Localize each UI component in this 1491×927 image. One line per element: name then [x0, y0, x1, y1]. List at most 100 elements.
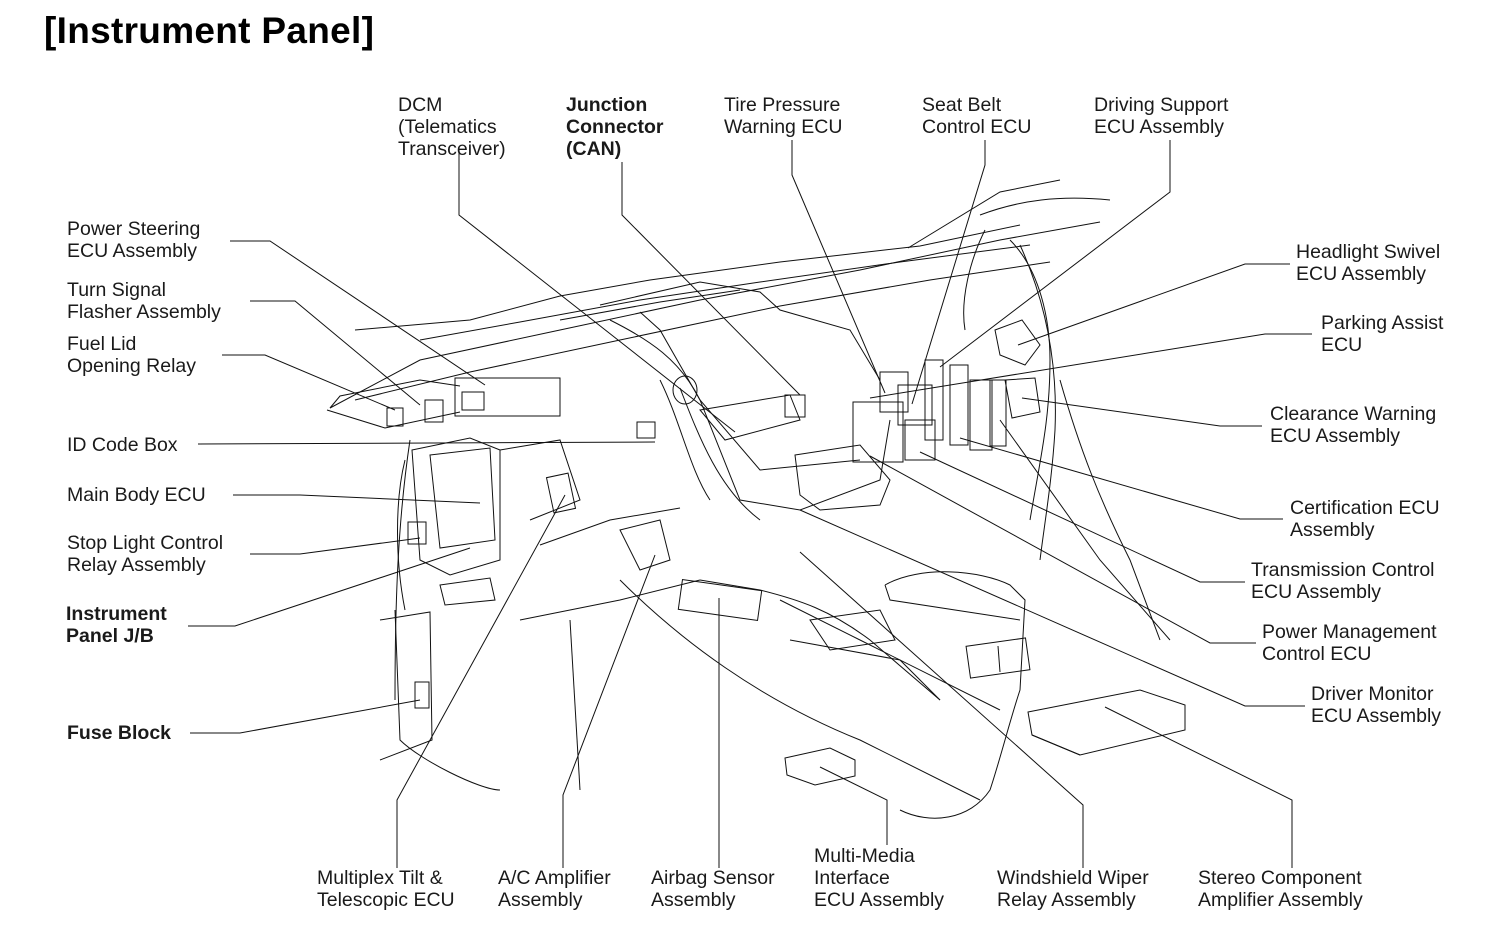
- label-line: ECU: [1321, 334, 1363, 356]
- label-line: Control ECU: [1262, 643, 1372, 665]
- label-line: Assembly: [498, 889, 583, 911]
- label-line: Multiplex Tilt &: [317, 867, 443, 889]
- label-line: Warning ECU: [724, 116, 843, 138]
- label-line: Interface: [814, 867, 890, 889]
- leader-ac-amplifier: [562, 554, 656, 868]
- label-line: ECU Assembly: [1094, 116, 1225, 138]
- diagram-title: [Instrument Panel]: [44, 10, 375, 51]
- label-line: Panel J/B: [66, 625, 154, 647]
- label-line: Transceiver): [398, 138, 506, 160]
- leader-turn-signal: [250, 300, 421, 406]
- label-line: Transmission Control: [1251, 559, 1435, 581]
- leader-driver-monitor: [799, 509, 1305, 707]
- leader-stereo-amplifier: [1104, 706, 1293, 868]
- leader-driving-support: [939, 140, 1171, 368]
- label-line: Windshield Wiper: [997, 867, 1149, 889]
- label-line: ECU Assembly: [814, 889, 945, 911]
- leader-clearance-warning: [1021, 397, 1262, 427]
- leader-id-code-box: [197, 441, 656, 445]
- label-line: Driver Monitor: [1311, 683, 1434, 705]
- label-line: (CAN): [566, 138, 622, 160]
- label-line: Stereo Component: [1198, 867, 1362, 889]
- leader-parking-assist: [869, 333, 1312, 399]
- label-line: Relay Assembly: [997, 889, 1136, 911]
- label-line: ID Code Box: [67, 434, 178, 456]
- label-main-body-ecu: Main Body ECU: [67, 484, 206, 506]
- leader-fuse-block: [190, 699, 421, 734]
- label-line: Opening Relay: [67, 355, 196, 377]
- dashboard-outline: [326, 179, 1186, 819]
- label-line: ECU Assembly: [1311, 705, 1442, 727]
- leader-multimedia: [819, 766, 888, 845]
- label-line: Fuel Lid: [67, 333, 137, 355]
- label-line: Turn Signal: [67, 279, 166, 301]
- label-line: Parking Assist: [1321, 312, 1444, 334]
- leader-stop-light: [250, 537, 421, 555]
- label-line: Certification ECU: [1290, 497, 1440, 519]
- label-line: Power Management: [1262, 621, 1437, 643]
- label-line: Amplifier Assembly: [1198, 889, 1363, 911]
- label-line: Assembly: [1290, 519, 1375, 541]
- label-line: Tire Pressure: [724, 94, 841, 116]
- leader-fuel-lid: [222, 354, 396, 411]
- label-line: ECU Assembly: [67, 240, 198, 262]
- label-line: Stop Light Control: [67, 532, 224, 554]
- label-line: ECU Assembly: [1251, 581, 1382, 603]
- label-line: Relay Assembly: [67, 554, 206, 576]
- leader-multiplex-tilt: [396, 494, 566, 868]
- label-line: Assembly: [651, 889, 736, 911]
- label-multiplex-tilt-telescopic-ecu: Multiplex Tilt &Telescopic ECU: [317, 867, 455, 911]
- leader-instrument-panel-jb: [188, 547, 471, 627]
- leader-main-body-ecu: [233, 494, 481, 504]
- label-line: Connector: [566, 116, 664, 138]
- label-line: Clearance Warning: [1270, 403, 1437, 425]
- leader-dcm: [458, 150, 736, 433]
- label-line: Fuse Block: [67, 722, 172, 744]
- label-line: A/C Amplifier: [498, 867, 611, 889]
- label-line: (Telematics: [398, 116, 497, 138]
- leader-certification: [959, 437, 1283, 520]
- label-line: DCM: [398, 94, 443, 116]
- label-line: Flasher Assembly: [67, 301, 221, 323]
- leader-windshield-wiper: [799, 551, 1084, 868]
- label-line: Main Body ECU: [67, 484, 206, 506]
- label-line: Power Steering: [67, 218, 201, 240]
- label-line: Control ECU: [922, 116, 1032, 138]
- label-line: Junction: [566, 94, 648, 116]
- label-line: Driving Support: [1094, 94, 1229, 116]
- label-line: Multi-Media: [814, 845, 915, 867]
- leader-junction-connector: [621, 162, 801, 396]
- leader-transmission-control: [919, 451, 1245, 583]
- leader-seat-belt: [911, 140, 986, 405]
- label-line: Airbag Sensor: [651, 867, 775, 889]
- label-line: Seat Belt: [922, 94, 1002, 116]
- leader-lines: [188, 140, 1312, 868]
- label-line: ECU Assembly: [1296, 263, 1427, 285]
- label-line: Instrument: [66, 603, 167, 625]
- leader-power-steering: [230, 240, 486, 386]
- label-fuse-block: Fuse Block: [67, 722, 171, 744]
- label-line: ECU Assembly: [1270, 425, 1401, 447]
